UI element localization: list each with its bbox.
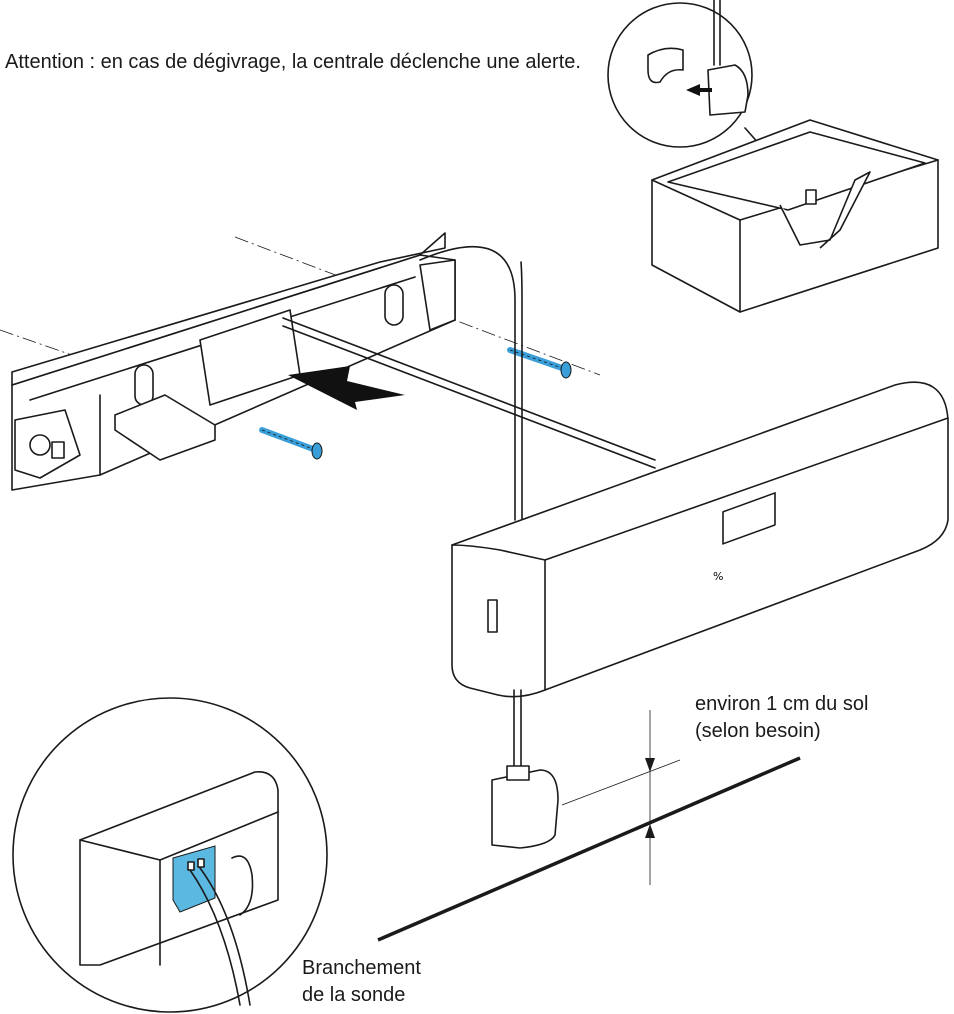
mounting-bracket [0,232,601,491]
warning-text: Attention : en cas de dégivrage, la cent… [5,51,581,73]
probe-connection-line1: Branchement [302,957,421,979]
probe-wire-2 [199,867,251,1006]
zoom-terminal-detail [12,697,328,1013]
box-clip-slot [805,189,817,205]
box-notch [779,171,871,249]
bracket-right-clip [419,259,456,331]
central-unit: % [451,381,949,698]
height-annotation-line1: environ 1 cm du sol [695,693,869,715]
sensor-box [651,119,939,313]
probe-body [491,769,559,849]
bracket-top-rim [11,232,446,386]
probe-connection-label: Branchement de la sonde [302,955,502,1009]
height-annotation-line2: (selon besoin) [695,720,821,742]
probe-sensor [491,765,559,849]
bracket-slot-right [384,284,404,326]
bracket-slot-left [134,364,154,406]
terminal-screw-2 [197,858,205,868]
zoom-probe-head [707,64,749,116]
black-arrow-icon [288,366,405,410]
dimension-arrow-down [645,758,655,772]
terminal-cylinder [231,855,254,916]
alignment-line [282,317,656,461]
unit-side-slot [487,599,498,633]
unit-body [451,381,949,698]
screw-left [259,427,323,460]
box-opening [667,131,926,211]
zoom-clip-part [647,47,684,84]
probe-cable-upper [419,245,516,521]
terminal-screw-1 [187,861,195,871]
probe-connection-line2: de la sonde [302,984,406,1006]
unit-speaker-icon: % [713,570,723,583]
bracket-center-support [114,394,216,461]
dimension-extension [561,759,681,806]
bracket-tab [51,441,65,459]
alignment-line-2 [282,325,656,469]
height-annotation: environ 1 cm du sol (selon besoin) [695,691,945,745]
probe-wire-1 [189,869,241,1006]
unit-display [722,492,776,545]
terminal-top-edge [159,811,279,861]
floor-line [377,756,801,942]
unit-front-edge [451,544,546,691]
small-arrow-icon [686,84,712,96]
screw-right [507,347,572,379]
probe-cable-upper-2 [520,261,523,521]
dimension-arrow-up [645,824,655,838]
probe-clip [506,765,530,781]
bracket-hole [29,434,51,456]
zoom-clip-detail [607,0,801,191]
unit-top-edge [544,417,949,561]
